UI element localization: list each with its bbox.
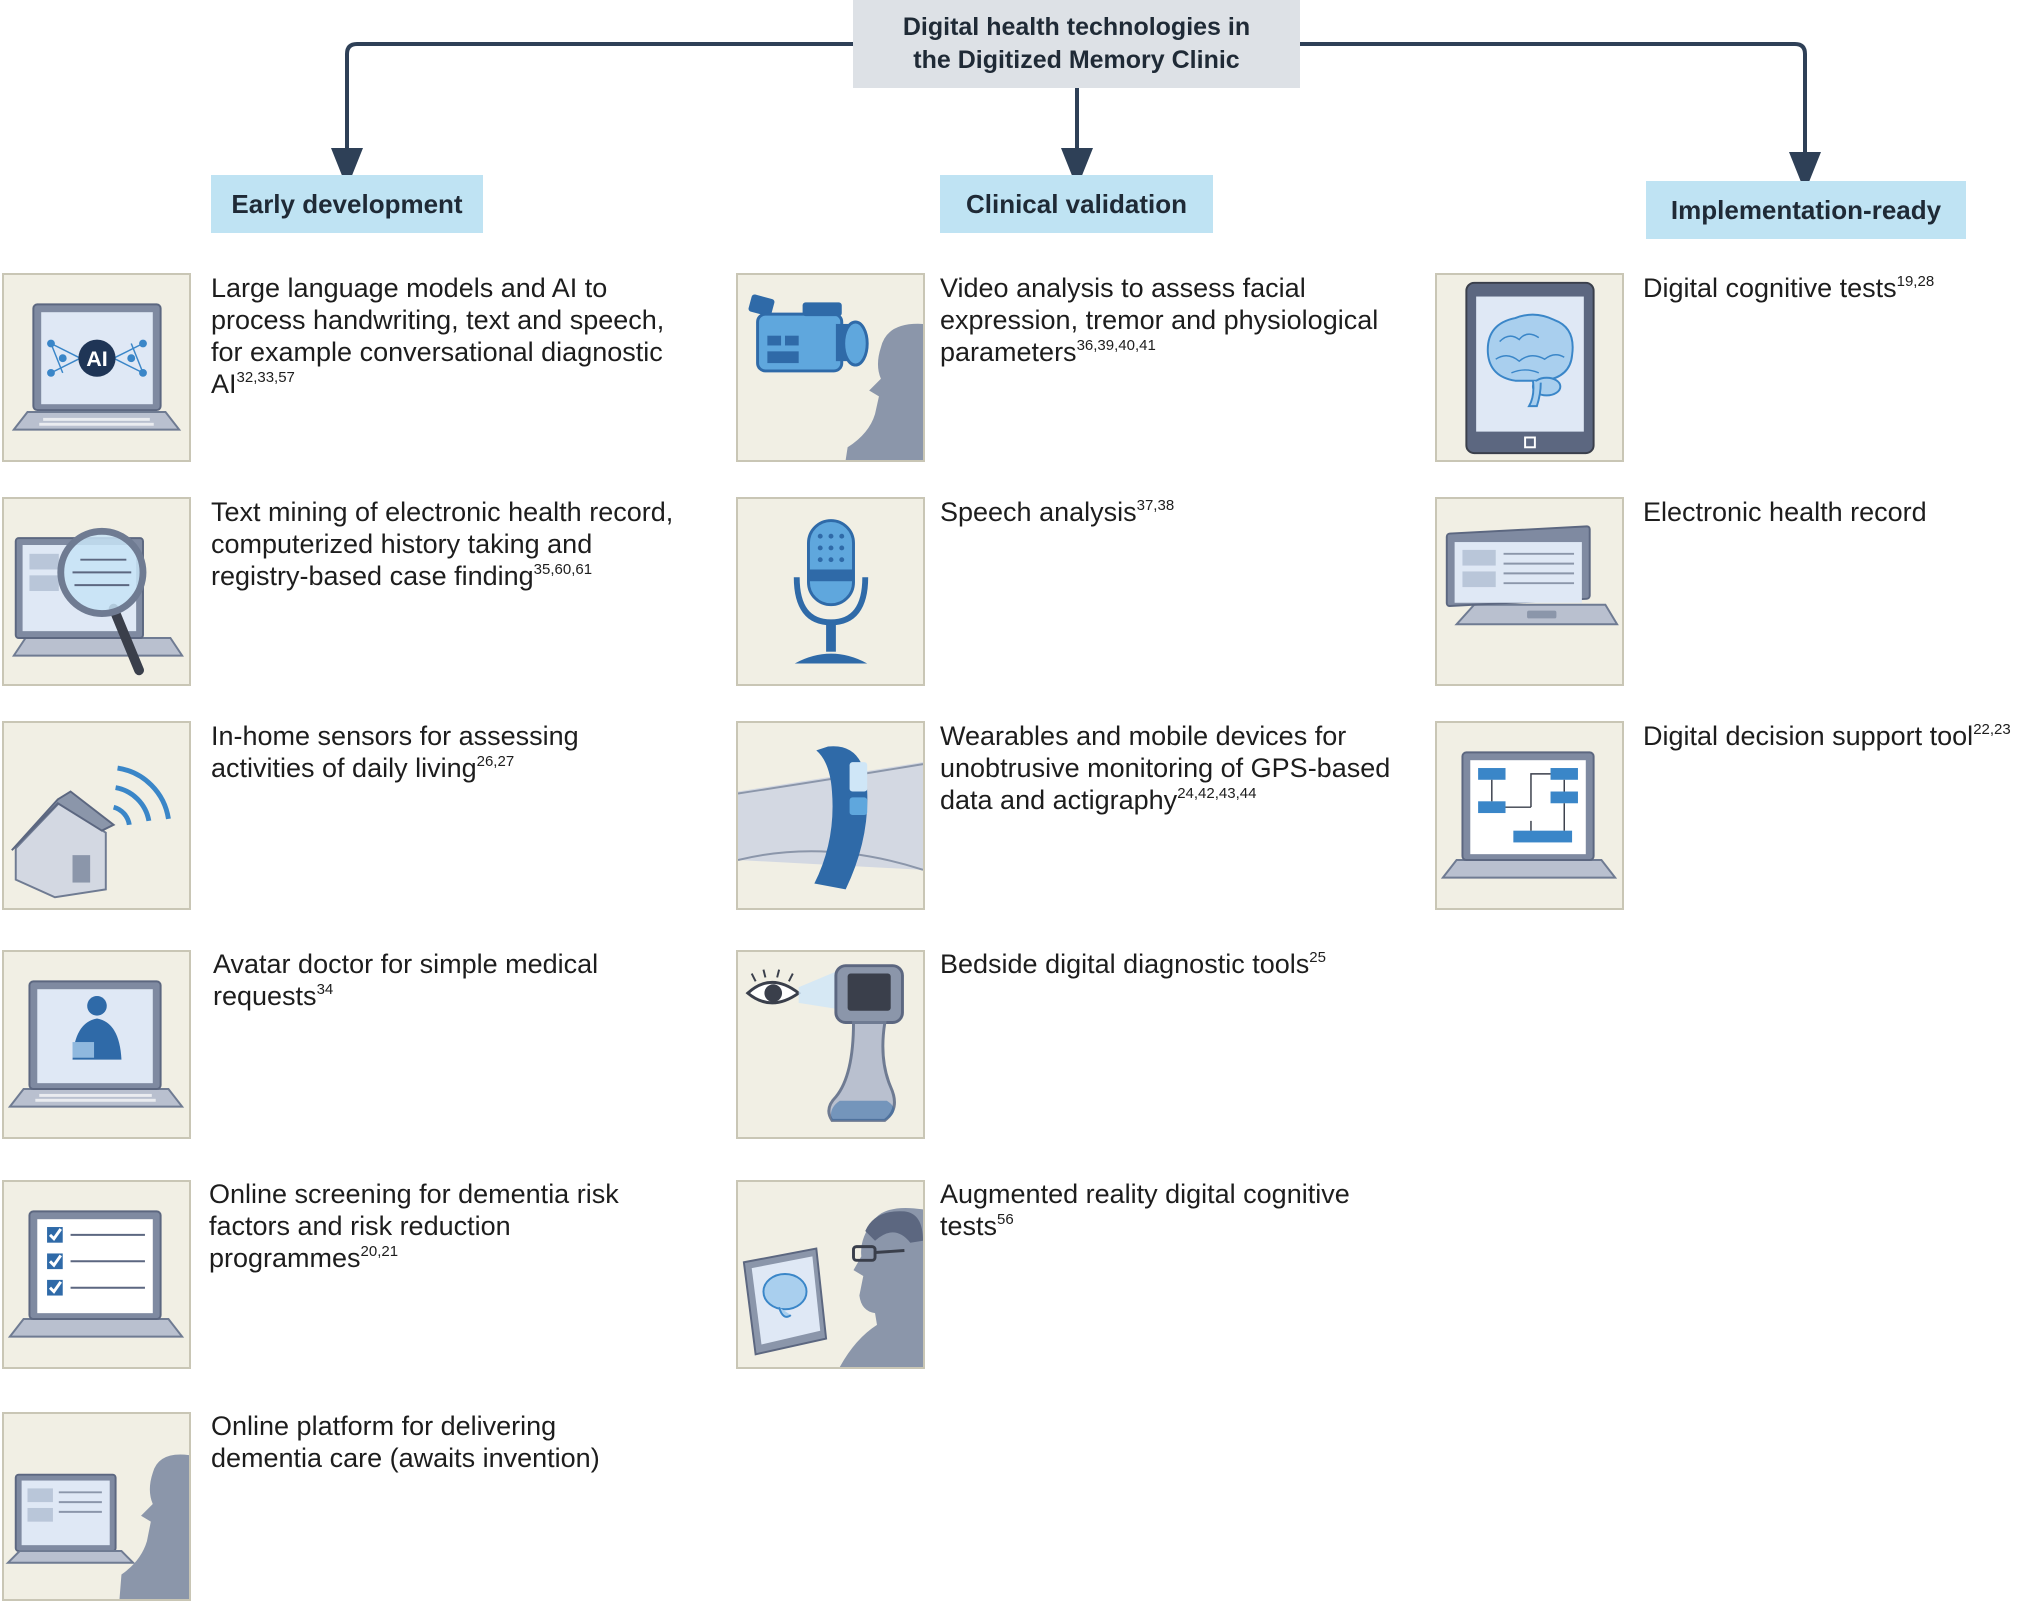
- header-early-development: Early development: [211, 175, 483, 233]
- item-text-mining: Text mining of electronic health record,…: [211, 497, 674, 591]
- avatar-doctor-laptop-icon: [2, 950, 191, 1139]
- refs: 37,38: [1136, 497, 1175, 514]
- arrow-to-implementation-ready: [1300, 42, 1821, 192]
- item-wearables: Wearables and mobile devices for unobtru…: [940, 721, 1391, 815]
- refs: 22,23: [1973, 721, 2011, 738]
- refs: 35,60,61: [533, 561, 593, 578]
- item-online-platform: Online platform for delivering dementia …: [211, 1411, 600, 1473]
- item-video-analysis: Video analysis to assess facial expressi…: [940, 273, 1379, 367]
- refs: 26,27: [476, 753, 515, 770]
- flowchart-laptop-icon: [1435, 721, 1624, 910]
- refs: 25: [1309, 949, 1326, 966]
- item-decision-support: Digital decision support tool22,23: [1643, 721, 2011, 751]
- item-avatar-doctor: Avatar doctor for simple medical request…: [213, 949, 599, 1011]
- diagram-title: Digital health technologies in the Digit…: [853, 0, 1300, 88]
- header-clinical-validation: Clinical validation: [940, 175, 1213, 233]
- house-sensor-icon: [2, 721, 191, 910]
- title-line-2: the Digitized Memory Clinic: [913, 46, 1240, 74]
- video-camera-icon: [736, 273, 925, 462]
- header-implementation-ready: Implementation-ready: [1646, 181, 1966, 239]
- eye-scanner-icon: [736, 950, 925, 1139]
- refs: 32,33,57: [236, 369, 295, 386]
- refs: 36,39,40,41: [1076, 337, 1156, 354]
- item-online-screening: Online screening for dementia risk facto…: [209, 1179, 619, 1273]
- ar-tablet-person-icon: [736, 1180, 925, 1369]
- arrow-to-early-development: [331, 42, 853, 188]
- laptop-person-icon: [2, 1412, 191, 1601]
- item-llm-ai: Large language models and AI to process …: [211, 273, 665, 399]
- item-digital-cognitive-tests: Digital cognitive tests19,28: [1643, 273, 1935, 303]
- title-line-1: Digital health technologies in: [902, 13, 1251, 41]
- wristband-icon: [736, 721, 925, 910]
- ai-badge-text: AI: [86, 347, 108, 371]
- checklist-laptop-icon: [2, 1180, 191, 1369]
- record-laptop-icon: [1435, 497, 1624, 686]
- item-electronic-health-record: Electronic health record: [1643, 497, 1927, 527]
- microphone-icon: [736, 497, 925, 686]
- refs: 20,21: [360, 1243, 399, 1260]
- brain-tablet-icon: [1435, 273, 1624, 462]
- refs: 34: [316, 981, 334, 998]
- refs: 56: [997, 1211, 1014, 1228]
- item-ar-tests: Augmented reality digital cognitive test…: [940, 1179, 1350, 1241]
- item-bedside-tools: Bedside digital diagnostic tools25: [940, 949, 1326, 979]
- ai-laptop-icon: AI: [2, 273, 191, 462]
- refs: 19,28: [1896, 273, 1935, 290]
- magnifier-laptop-icon: [2, 497, 191, 686]
- item-in-home-sensors: In-home sensors for assessing activities…: [211, 721, 579, 783]
- item-speech-analysis: Speech analysis37,38: [940, 497, 1175, 527]
- refs: 24,42,43,44: [1177, 785, 1257, 802]
